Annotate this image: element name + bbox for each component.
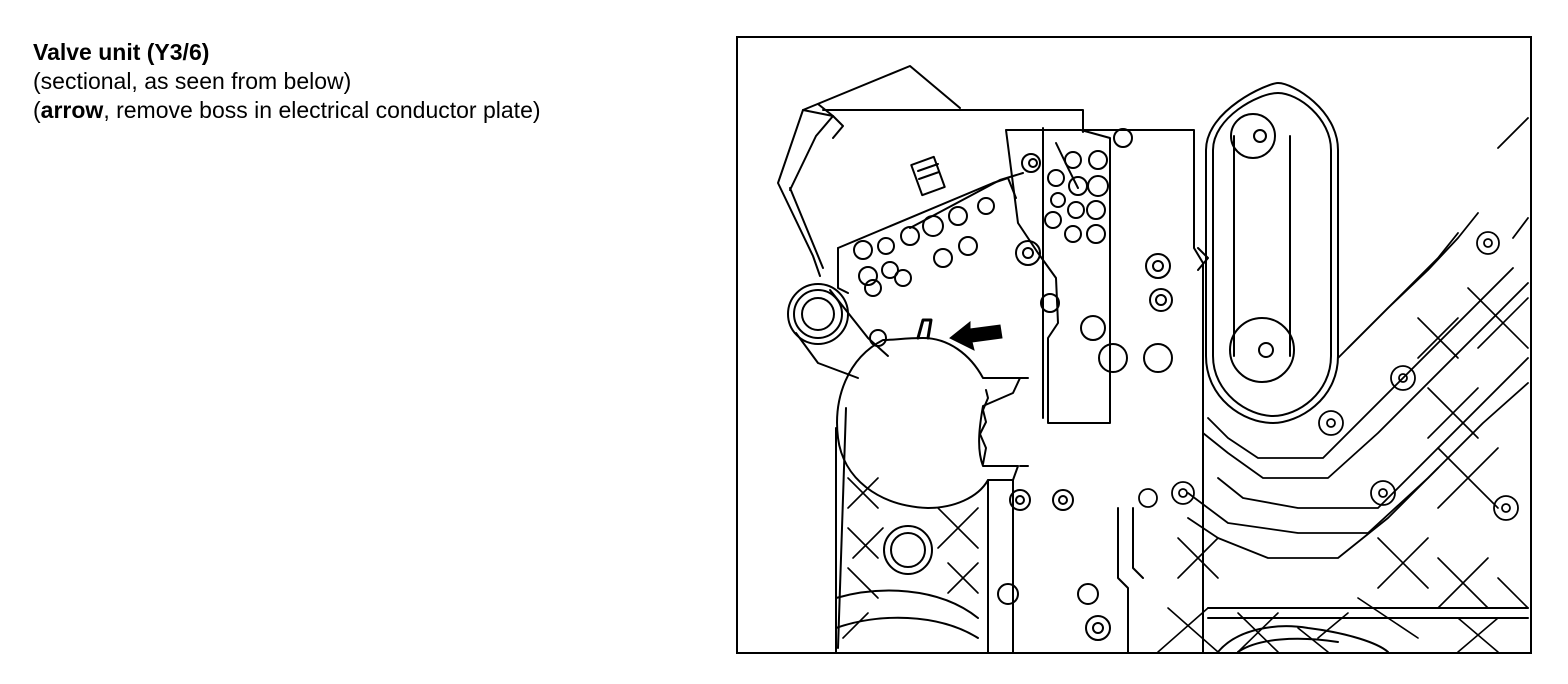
- slot-link: [1197, 82, 1339, 424]
- caption-arrow-text: , remove boss in electrical conductor pl…: [103, 97, 541, 123]
- lower-bore: [1117, 507, 1529, 652]
- diagonal-channels: [1138, 117, 1529, 559]
- caption-title: Valve unit (Y3/6): [33, 39, 210, 65]
- arrow-icon: [949, 320, 1003, 351]
- caption-block: Valve unit (Y3/6) (sectional, as seen fr…: [33, 38, 541, 125]
- port-circles-left: [853, 197, 995, 297]
- caption-line-arrow: (arrow, remove boss in electrical conduc…: [33, 96, 541, 125]
- solenoid-housing: [777, 65, 1204, 652]
- removal-arrow: [949, 320, 1003, 351]
- caption-line-view: (sectional, as seen from below): [33, 68, 352, 94]
- caption-paren-open: (: [33, 97, 41, 123]
- caption-arrow-word: arrow: [40, 97, 104, 123]
- channel-plate: [1005, 127, 1173, 424]
- large-bore: [835, 318, 1111, 652]
- rib-lattice-left: [842, 477, 979, 639]
- left-boss: [787, 283, 889, 379]
- valve-unit-diagram: [736, 36, 1532, 654]
- valve-unit-drawing: [777, 65, 1529, 652]
